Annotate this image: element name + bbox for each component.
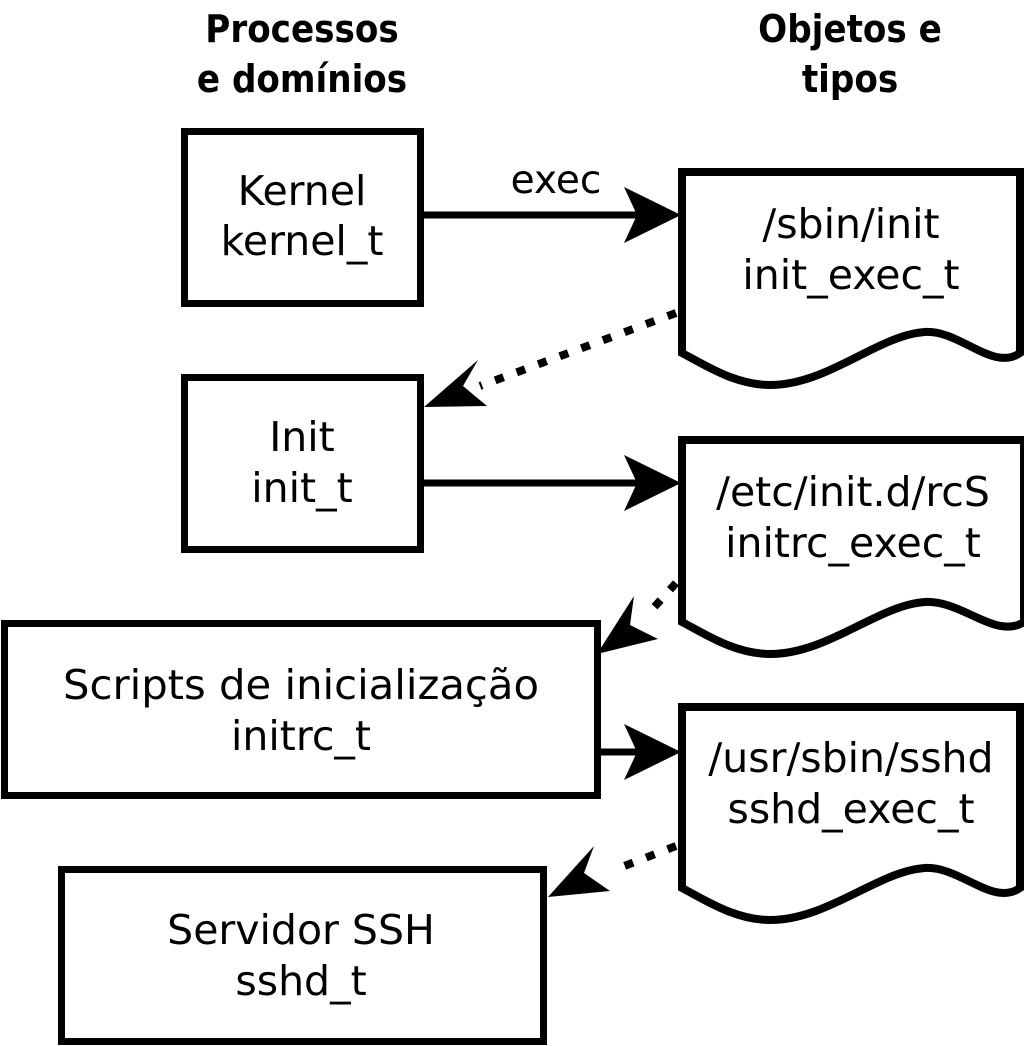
node-init-exec-line1: /sbin/init — [762, 200, 939, 248]
arrowhead-icon — [624, 455, 681, 511]
node-init-line1: Init — [269, 413, 335, 461]
node-sshd-exec-line1: /usr/sbin/sshd — [708, 734, 993, 782]
node-initrc-exec-line1: /etc/init.d/rcS — [716, 468, 990, 516]
column-header-objects: Objetos e tipos — [758, 7, 942, 101]
edge-initrc-exec-sshd-exec — [600, 724, 681, 780]
node-kernel[interactable]: Kernel kernel_t — [181, 128, 424, 307]
arrowhead-icon — [548, 846, 610, 897]
node-initrc-line2: initrc_t — [231, 712, 371, 760]
edge-line — [612, 842, 678, 874]
edge-line — [645, 580, 679, 617]
column-header-processes-line1: Processos — [205, 7, 398, 51]
node-kernel-line1: Kernel — [238, 167, 367, 215]
arrowhead-icon — [624, 724, 681, 780]
node-init[interactable]: Init init_t — [181, 374, 424, 553]
column-header-processes: Processos e domínios — [197, 7, 407, 101]
node-initrc-exec-doc-shape[interactable] — [678, 436, 1024, 659]
edge-init-exec-transition-init — [424, 309, 678, 407]
node-initrc-line1: Scripts de inicialização — [63, 661, 539, 709]
node-init-exec-doc-shape[interactable] — [678, 168, 1024, 390]
node-kernel-box[interactable] — [181, 128, 424, 307]
node-init-exec[interactable]: /sbin/init init_exec_t — [678, 168, 1024, 390]
node-initrc-exec[interactable]: /etc/init.d/rcS initrc_exec_t — [678, 436, 1024, 659]
node-init-exec-line2: init_exec_t — [742, 251, 959, 299]
edge-init-exec-initrc-exec — [422, 455, 681, 511]
column-header-objects-line1: Objetos e — [758, 7, 942, 51]
node-initrc[interactable]: Scripts de inicialização initrc_t — [1, 620, 601, 799]
edge-initrc-exec-transition-initrc — [597, 580, 679, 654]
node-sshd-box[interactable] — [58, 866, 547, 1045]
node-kernel-line2: kernel_t — [221, 217, 384, 265]
edge-kernel-exec-init-exec: exec — [422, 158, 681, 243]
arrowhead-icon — [597, 596, 658, 654]
arrowhead-icon — [624, 187, 681, 243]
edge-sshd-exec-transition-sshd — [548, 842, 678, 897]
node-sshd-line1: Servidor SSH — [167, 906, 435, 954]
arrowhead-icon — [424, 360, 487, 407]
node-sshd-line2: sshd_t — [235, 957, 366, 1005]
node-sshd-exec[interactable]: /usr/sbin/sshd sshd_exec_t — [678, 703, 1024, 925]
column-header-objects-line2: tipos — [802, 57, 898, 101]
node-sshd-exec-doc-shape[interactable] — [678, 703, 1024, 925]
column-header-processes-line2: e domínios — [197, 57, 407, 101]
edge-line — [478, 309, 678, 390]
node-init-line2: init_t — [251, 464, 352, 512]
node-initrc-exec-line2: initrc_exec_t — [725, 519, 981, 567]
edge-label-exec: exec — [511, 158, 602, 203]
node-initrc-box[interactable] — [1, 620, 601, 799]
node-sshd-exec-line2: sshd_exec_t — [727, 785, 974, 833]
node-sshd[interactable]: Servidor SSH sshd_t — [58, 866, 547, 1045]
node-init-box[interactable] — [181, 374, 424, 553]
